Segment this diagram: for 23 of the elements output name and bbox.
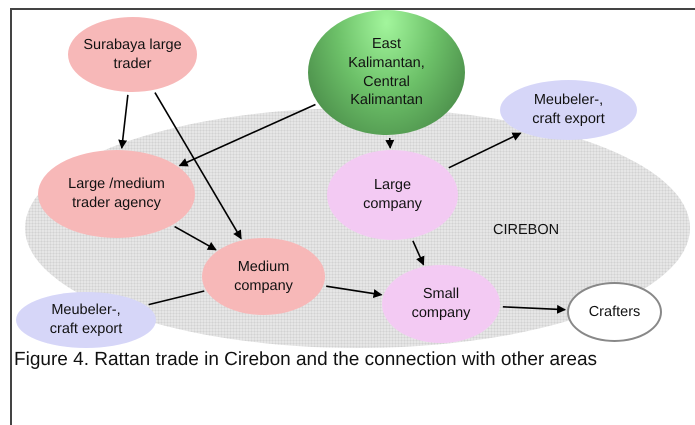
arrow <box>118 94 129 149</box>
node-label: Medium company <box>233 258 294 296</box>
arrow <box>502 304 566 314</box>
node-ellipse <box>327 150 458 240</box>
node-label: Surabaya large trader <box>82 36 182 74</box>
node-ellipse <box>38 150 195 238</box>
node-label: Meubeler-, craft export <box>531 91 606 129</box>
arrow <box>174 226 217 251</box>
arrow <box>385 138 394 149</box>
arrow <box>412 240 424 266</box>
node-ellipse <box>202 238 325 315</box>
node-label: Meubeler-, craft export <box>48 301 124 339</box>
arrow <box>154 92 242 240</box>
node-label: East Kalimantan, Central Kalimantan <box>347 34 426 110</box>
arrow <box>178 104 316 166</box>
arrow <box>448 132 522 169</box>
node-label: Small company <box>410 285 472 323</box>
node-label: Crafters <box>588 302 642 322</box>
node-ellipse <box>382 265 500 343</box>
arrow <box>326 285 382 298</box>
region-label: CIREBON <box>493 222 560 238</box>
node-label: Large company <box>362 176 423 214</box>
node-label: Large /medium trader agency <box>67 175 166 213</box>
